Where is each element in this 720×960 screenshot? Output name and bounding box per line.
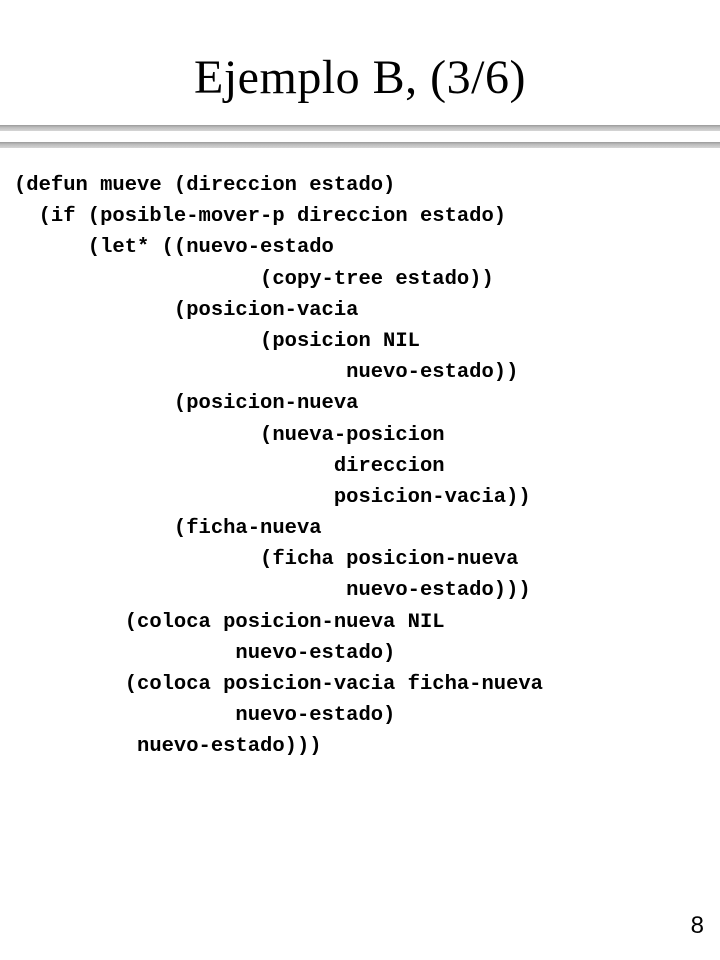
divider-bar-bottom — [0, 142, 720, 148]
code-line: (let* ((nuevo-estado — [14, 236, 334, 260]
code-line: (coloca posicion-nueva NIL — [14, 610, 445, 634]
code-line: nuevo-estado))) — [14, 579, 531, 603]
code-line: (if (posible-mover-p direccion estado) — [14, 205, 507, 229]
code-line: (ficha-nueva — [14, 517, 322, 541]
code-line: (nueva-posicion — [14, 423, 445, 447]
code-line: (defun mueve (direccion estado) — [14, 174, 396, 197]
code-line: (posicion NIL — [14, 329, 420, 353]
code-line: nuevo-estado) — [14, 704, 396, 728]
title-divider — [0, 122, 720, 162]
slide-title: Ejemplo B, (3/6) — [194, 51, 526, 104]
code-line: (ficha posicion-nueva — [14, 548, 519, 572]
code-line: nuevo-estado) — [14, 641, 396, 665]
divider-bar-top — [0, 125, 720, 131]
code-block: (defun mueve (direccion estado) (if (pos… — [14, 170, 543, 763]
page-number: 8 — [690, 912, 704, 939]
code-line: (copy-tree estado)) — [14, 267, 494, 291]
code-line: nuevo-estado)) — [14, 361, 519, 385]
code-line: (posicion-nueva — [14, 392, 359, 416]
code-line: nuevo-estado))) — [14, 735, 322, 759]
code-line: (coloca posicion-vacia ficha-nueva — [14, 673, 543, 696]
code-line: direccion — [14, 454, 445, 478]
code-line: posicion-vacia)) — [14, 485, 531, 509]
code-line: (posicion-vacia — [14, 298, 359, 322]
